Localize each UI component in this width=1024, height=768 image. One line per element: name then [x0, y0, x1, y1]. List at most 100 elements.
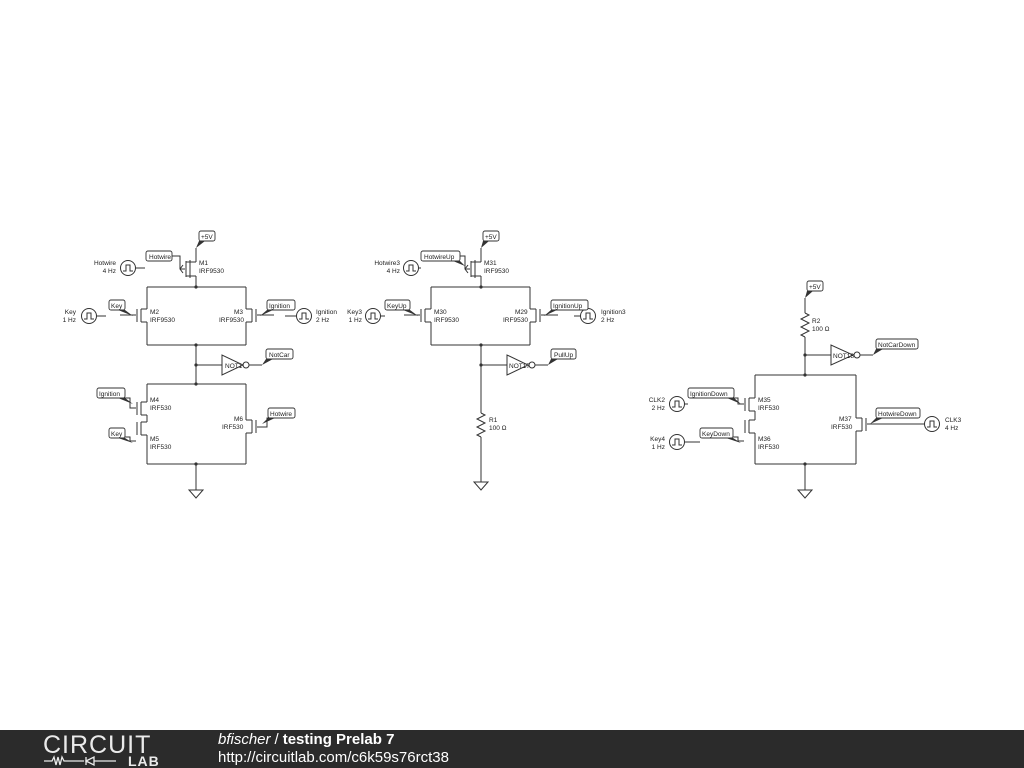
source-clk2-symbol [669, 396, 685, 412]
label-box [384, 299, 411, 311]
label-box [108, 427, 126, 439]
circuit-3: +5V NotCarDown IgnitionDown KeyDown Hotw… [649, 280, 962, 499]
component-part: IRF530 [150, 444, 172, 451]
source-key-symbol [81, 308, 97, 324]
net-label: Ignition [269, 303, 290, 310]
label-box [420, 250, 461, 262]
circuitlab-logo[interactable]: CIRCUIT LAB [42, 732, 182, 766]
mosfet-m3-symbol [246, 308, 274, 323]
component-part: IRF9530 [219, 317, 244, 324]
label-flag [870, 418, 883, 424]
label-flag [118, 438, 133, 443]
label-flag [262, 359, 273, 365]
source-key3-symbol [365, 308, 381, 324]
label-box [267, 407, 296, 419]
mosfet-m4-symbol [121, 397, 147, 416]
net-label: HotwireUp [424, 254, 455, 261]
square-wave-icon [583, 312, 593, 320]
net-label: NotCarDown [878, 342, 916, 349]
label-flag [118, 398, 133, 404]
label-box [875, 338, 919, 350]
label-box [482, 230, 500, 242]
component-name: M36 [758, 436, 771, 443]
source-freq: 2 Hz [316, 317, 329, 324]
label-flag [262, 418, 275, 424]
junction-dot [803, 353, 807, 357]
component-part: IRF9530 [484, 268, 509, 275]
label-box [550, 348, 577, 360]
source-freq: 1 Hz [63, 317, 76, 324]
source-name: Hotwire3 [374, 260, 400, 267]
not-gate-bubble [242, 361, 250, 369]
component-name: M3 [234, 309, 243, 316]
label-flag [260, 310, 273, 316]
source-freq: 2 Hz [601, 317, 614, 324]
gate-name: NOT18 [833, 353, 854, 360]
circuit-1: +5V Hotwire Key Ignition NotCar Ignition… [63, 230, 337, 499]
component-part: IRF9530 [434, 317, 459, 324]
wire [170, 255, 181, 269]
component-name: M29 [515, 309, 528, 316]
junction-dot [194, 285, 198, 289]
not-gate-bubble [528, 361, 536, 369]
source-name: Key3 [347, 309, 362, 316]
mosfet-m31-symbol [464, 260, 481, 278]
circuit-url[interactable]: http://circuitlab.com/c6k59s76rct38 [218, 749, 449, 766]
wire [146, 248, 262, 490]
label-flag [805, 291, 813, 298]
label-box [806, 280, 824, 292]
mosfet-m36-symbol [730, 419, 755, 442]
not-gate-not17 [506, 354, 530, 376]
net-label: IgnitionDown [690, 391, 728, 398]
not-gate-not18 [830, 344, 855, 366]
net-label: Key [111, 303, 123, 310]
square-wave-icon [123, 264, 133, 272]
supply-label: +5V [809, 284, 821, 291]
junction-dot [194, 462, 198, 466]
mosfet-m6-symbol [246, 417, 270, 434]
junction-dot [803, 373, 807, 377]
mosfet-m30-symbol [404, 308, 431, 323]
label-flag [726, 438, 741, 443]
source-freq: 1 Hz [652, 444, 665, 451]
source-freq: 4 Hz [387, 268, 400, 275]
mosfet-m2-symbol [120, 308, 147, 323]
logo-waveform-icon [44, 755, 116, 766]
source-name: Key [65, 309, 77, 316]
component-name: M37 [839, 416, 852, 423]
label-box [687, 387, 735, 399]
logo-sub-text: LAB [128, 753, 160, 766]
circuit-2: +5V HotwireUp KeyUp IgnitionUp PullUp M3… [347, 230, 626, 491]
source-ignition3-symbol [580, 308, 596, 324]
net-label: Hotwire [270, 411, 292, 418]
source-hotwire-symbol [120, 260, 136, 276]
net-label: Ignition [99, 391, 120, 398]
mosfet-m29-symbol [530, 308, 558, 323]
gate-name: NOT17 [509, 363, 530, 370]
footer-title-line: bfischer/testing Prelab 7 [218, 731, 394, 748]
label-flag [544, 310, 557, 316]
resistor-r2-symbol [799, 312, 811, 338]
component-part: IRF530 [831, 424, 853, 431]
component-name: R2 [812, 318, 821, 325]
component-part: IRF9530 [503, 317, 528, 324]
wire [430, 248, 548, 482]
component-name: M1 [199, 260, 208, 267]
label-box [875, 407, 921, 419]
component-value: 100 Ω [489, 425, 507, 432]
source-ignition-symbol [296, 308, 312, 324]
label-box [699, 427, 734, 439]
label-box [198, 230, 216, 242]
schematic-canvas: +5V Hotwire Key Ignition NotCar Ignition… [63, 230, 962, 499]
component-name: M2 [150, 309, 159, 316]
source-freq: 1 Hz [349, 317, 362, 324]
label-box [108, 299, 126, 311]
label-flag [481, 241, 489, 248]
mosfet-m37-symbol [856, 417, 925, 432]
component-part: IRF530 [758, 444, 780, 451]
label-box [265, 348, 294, 360]
author-link[interactable]: bfischer [218, 731, 271, 748]
circuit-title[interactable]: testing Prelab 7 [282, 731, 395, 748]
label-flag [118, 310, 133, 316]
square-wave-icon [406, 264, 416, 272]
